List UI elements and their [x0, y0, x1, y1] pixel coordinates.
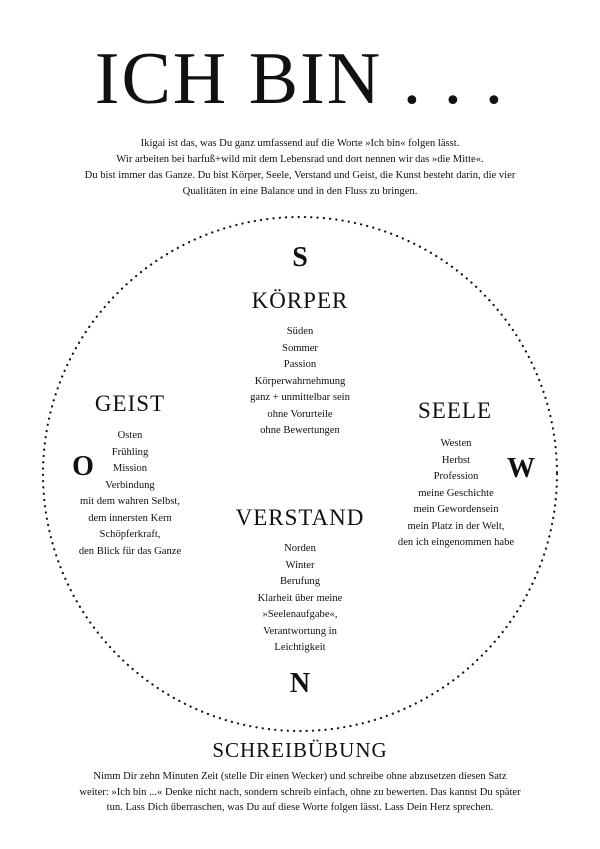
intro-line: Wir arbeiten bei barfuß+wild mit dem Leb…: [116, 154, 484, 165]
intro-line: Ikigai ist das, was Du ganz umfassend au…: [140, 138, 460, 149]
dotted-circle: [41, 215, 559, 733]
exercise-heading: SCHREIBÜBUNG: [212, 738, 388, 762]
list-item: Frühling: [111, 446, 149, 458]
intro-text: Ikigai ist das, was Du ganz umfassend au…: [40, 136, 560, 200]
seele-heading: SEELE: [418, 398, 492, 423]
list-item: mein Platz in der Welt,: [407, 520, 505, 532]
list-item: Leichtigkeit: [274, 642, 326, 653]
list-item: den Blick für das Ganze: [78, 545, 182, 557]
exercise-line: tun. Lass Dich überraschen, was Du auf d…: [106, 802, 494, 813]
geist-list: Osten Frühling Mission Verbindung mit de…: [60, 428, 200, 560]
list-item: Passion: [283, 359, 317, 370]
seele-list: Westen Herbst Profession meine Geschicht…: [386, 436, 526, 552]
exercise-line: Nimm Dir zehn Minuten Zeit (stelle Dir e…: [93, 771, 507, 782]
list-item: den ich eingenommen habe: [397, 537, 515, 548]
list-item: dem innersten Kern: [88, 512, 172, 524]
list-item: Winter: [285, 559, 315, 571]
compass-west-letter: W: [507, 453, 535, 484]
intro-line: Du bist immer das Ganze. Du bist Körper,…: [84, 170, 516, 181]
list-item: meine Geschichte: [418, 487, 494, 499]
compass-east-letter: O: [72, 451, 94, 482]
list-item: Verbindung: [105, 479, 155, 491]
list-item: Profession: [433, 471, 479, 482]
list-item: ganz + unmittelbar sein: [250, 392, 350, 403]
compass-south-letter: S: [292, 242, 308, 273]
list-item: Norden: [284, 543, 316, 554]
list-item: Körperwahrnehmung: [254, 375, 346, 387]
list-item: Klarheit über meine: [257, 592, 343, 604]
page-title: ICH BIN . . .: [94, 38, 506, 120]
list-item: »Seelenaufgabe«,: [262, 609, 338, 620]
list-item: Verantwortung in: [263, 625, 337, 637]
list-item: ohne Vorurteile: [267, 408, 333, 420]
list-item: Westen: [440, 438, 472, 449]
geist-heading: GEIST: [94, 391, 166, 416]
exercise-line: weiter: »Ich bin ...« Denke nicht nach, …: [79, 786, 521, 798]
verstand-list: Norden Winter Berufung Klarheit über mei…: [200, 541, 400, 657]
compass-north-letter: N: [289, 668, 311, 699]
koerper-heading: KÖRPER: [251, 288, 349, 313]
list-item: Herbst: [441, 454, 471, 466]
list-item: Sommer: [282, 342, 318, 354]
koerper-list: Süden Sommer Passion Körperwahrnehmung g…: [200, 324, 400, 440]
list-item: mit dem wahren Selbst,: [79, 496, 181, 507]
list-item: Berufung: [279, 576, 320, 587]
list-item: Schöpferkraft,: [99, 529, 161, 540]
list-item: Osten: [117, 430, 143, 441]
list-item: mein Gewordensein: [413, 504, 499, 515]
exercise-text: Nimm Dir zehn Minuten Zeit (stelle Dir e…: [60, 769, 540, 816]
verstand-heading: VERSTAND: [235, 505, 365, 530]
list-item: Süden: [286, 326, 314, 337]
list-item: Mission: [112, 463, 148, 474]
list-item: ohne Bewertungen: [260, 425, 340, 436]
intro-line: Qualitäten in eine Balance und in den Fl…: [182, 186, 418, 197]
